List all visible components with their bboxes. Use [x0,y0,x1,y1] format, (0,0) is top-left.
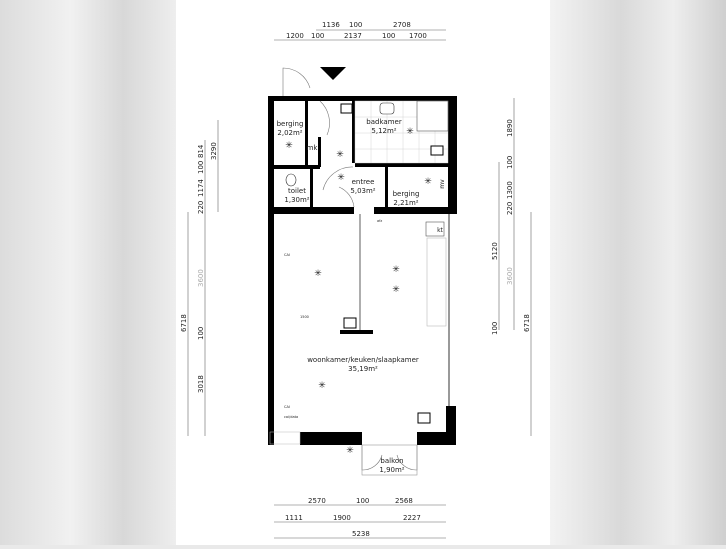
light-icon: ✳ [406,127,414,137]
room-label-kt: kt [437,227,443,234]
dim-top-8: 1700 [409,32,427,40]
dim-right-4: 220 [506,202,514,215]
room-area-badkamer: 5,12m² [371,127,396,135]
dimension-labels-left: 814 100 1174 220 3600 100 3018 3290 6718 [180,142,218,393]
light-icon: ✳ [314,269,322,279]
dim-left-mid: 3290 [210,142,218,160]
blurred-letterbox-left [0,0,176,545]
room-area-balkon: 1,90m² [379,466,404,474]
dim-bottom-1: 2570 [308,497,326,505]
dimension-labels-right: 1890 100 1300 220 3600 100 5120 6718 [491,119,531,335]
light-icon: ✳ [337,173,345,183]
light-icon: ✳ [392,285,400,295]
room-name-mk: mk [307,144,319,152]
ceiling-light-icons: ✳ ✳ ✳ ✳ ✳ ✳ ✳ ✳ ✳ ✳ [285,127,432,456]
room-area-entree: 5,03m² [350,187,375,195]
door-swings [319,100,418,471]
dim-left-3: 1174 [197,179,205,197]
dim-bottom-6: 2227 [403,514,421,522]
window-sill [269,431,301,445]
dim-top-7: 100 [382,32,395,40]
dim-top-6: 2137 [344,32,362,40]
dim-bottom-2: 100 [356,497,369,505]
dim-left-7: 3018 [197,375,205,393]
dim-right-1: 1890 [506,119,514,137]
kitchen-cabinet [425,221,445,237]
dim-left-outer: 6718 [180,314,188,332]
dim-top-5: 100 [311,32,324,40]
dimension-lines [187,29,532,539]
kitchen-counter [426,237,447,327]
dim-bottom-3: 2568 [395,497,413,505]
height-label: 1500 [300,315,309,319]
floor-plan: 1136 100 2708 1200 100 2137 100 1700 257… [176,0,550,545]
dim-bottom-total: 5238 [352,530,370,538]
floor-plan-drawing: 1136 100 2708 1200 100 2137 100 1700 257… [180,21,532,539]
dim-right-2: 100 [506,156,514,169]
dim-right-5: 3600 [506,267,514,285]
room-name-berging-1: berging [277,120,304,128]
dim-right-mid: 5120 [491,242,499,260]
light-icon: ✳ [285,141,293,151]
light-icon: ✳ [392,265,400,275]
room-name-badkamer: badkamer [366,118,402,126]
dim-top-1: 1136 [322,21,340,29]
room-area-toilet: 1,30m² [284,196,309,204]
room-name-berging-2: berging [393,190,420,198]
radiator-icons [340,103,444,424]
outlet-label-cai: CAI [284,253,290,257]
sink-icon [379,102,395,115]
toilet-icon [285,173,297,187]
dim-right-outer: 6718 [523,314,531,332]
dim-top-4: 1200 [286,32,304,40]
room-name-toilet: toilet [288,187,306,195]
dim-left-6: 100 [197,327,205,340]
light-icon: ✳ [346,446,354,456]
room-area-berging-1: 2,02m² [277,129,302,137]
dim-bottom-5: 1900 [333,514,351,522]
room-area-woonkamer: 35,19m² [348,365,378,373]
balcony-outline [361,444,418,476]
dim-left-2: 100 [197,161,205,174]
room-name-balkon: balkon [380,457,403,465]
outlet-label-data: cai/data [284,415,298,419]
room-name-woonkamer: woonkamer/keuken/slaapkamer [307,356,419,364]
dim-right-3: 1300 [506,181,514,199]
room-area-berging-2: 2,21m² [393,199,418,207]
walls [268,96,457,445]
light-icon: ✳ [424,177,432,187]
light-icon: ✳ [318,381,326,391]
dim-left-4: 220 [197,201,205,214]
room-label-mv: mv [439,179,446,189]
dim-top-3: 2708 [393,21,411,29]
shower [416,100,449,132]
blurred-letterbox-right [550,0,726,545]
dim-top-2: 100 [349,21,362,29]
dim-left-5: 3600 [197,269,205,287]
room-name-entree: entree [352,178,375,186]
afz-label: afz [377,219,382,223]
outlet-label-cai-2: CAI [284,405,290,409]
door-swing-outside [282,67,311,96]
light-icon: ✳ [336,150,344,160]
dim-bottom-4: 1111 [285,514,303,522]
entrance-arrow-icon [320,67,346,80]
dim-right-6: 100 [491,322,499,335]
dim-left-1: 814 [197,144,205,158]
